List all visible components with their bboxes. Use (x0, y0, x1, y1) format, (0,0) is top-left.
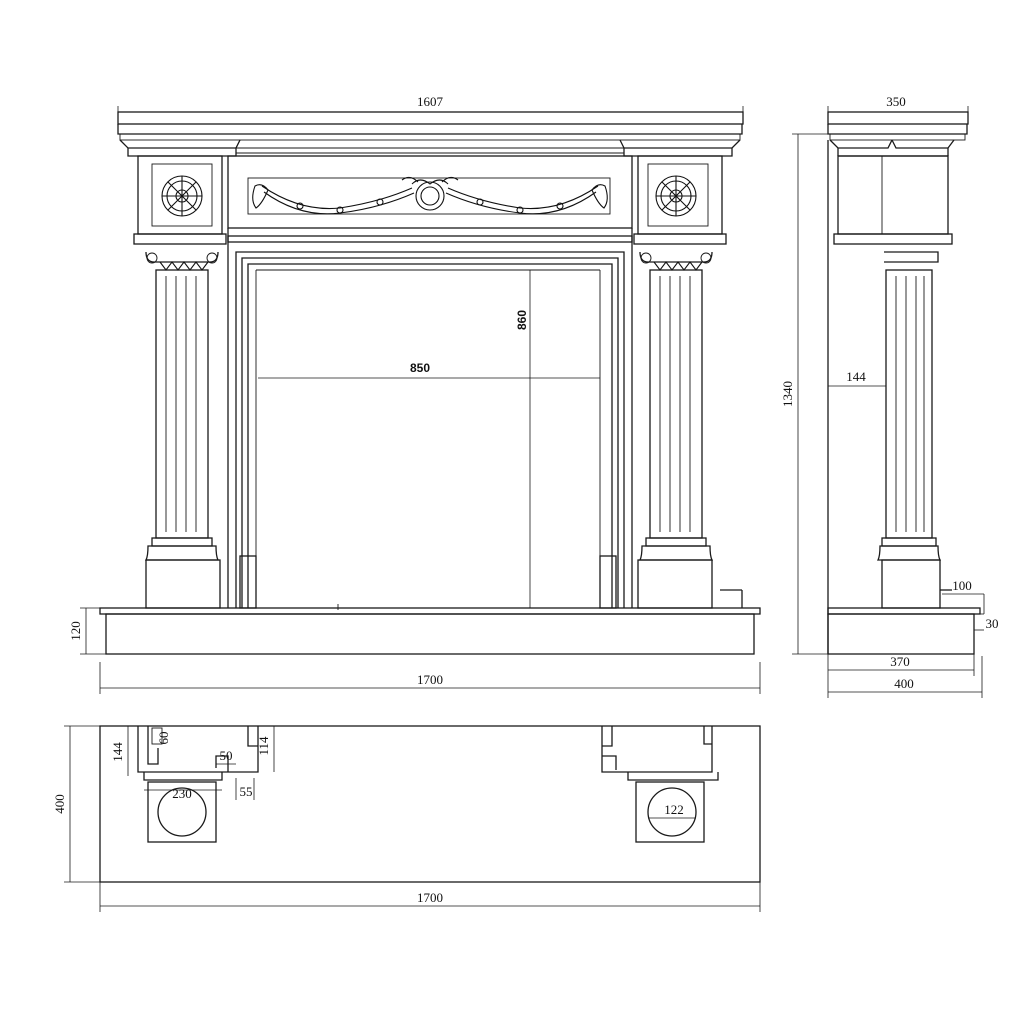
firebox-opening (227, 228, 743, 609)
plan-depth-label: 400 (52, 794, 67, 814)
right-leg-plan (601, 726, 719, 843)
left-rosette-ornament (161, 175, 203, 217)
hearth-step-label: 100 (952, 578, 972, 593)
inner-return-label: 114 (256, 736, 271, 756)
garland-ornament (252, 176, 608, 215)
hearth-lip-label: 30 (986, 616, 999, 631)
hole-diameter-label: 122 (664, 802, 684, 817)
left-leg-plan (137, 726, 259, 843)
mantel-width-label: 1607 (417, 94, 444, 109)
hearth (99, 604, 761, 655)
base-depth-label: 370 (890, 654, 910, 669)
left-pilaster (133, 155, 227, 609)
leg-depth-label: 144 (110, 742, 125, 762)
side-view: 350 1340 144 100 30 370 400 (780, 94, 999, 698)
side-dimensions: 350 1340 144 100 30 370 400 (780, 94, 999, 698)
opening-height-label: 860 (515, 310, 529, 330)
plan-dimensions: 400 144 60 50 114 230 55 122 1700 (52, 725, 761, 912)
mantel-shelf (117, 111, 744, 157)
leg-width-label: 230 (172, 786, 192, 801)
opening-dimensions: 850 860 (258, 270, 600, 608)
front-width-dimensions: 1607 1700 120 (68, 94, 761, 694)
inset-label: 55 (240, 784, 253, 799)
plan-view: 400 144 60 50 114 230 55 122 1700 (52, 725, 761, 912)
right-pilaster (633, 155, 727, 609)
front-view: 850 860 1607 1700 120 (68, 94, 761, 694)
plan-width-label: 1700 (417, 890, 443, 905)
overall-width-label: 1700 (417, 672, 443, 687)
step-width-label: 50 (220, 748, 233, 763)
frieze-panel (227, 155, 633, 229)
opening-width-label: 850 (410, 361, 430, 375)
right-rosette-ornament (655, 175, 697, 217)
overall-depth-label: 400 (894, 676, 914, 691)
leg-return-label: 60 (156, 732, 171, 745)
hearth-height-label: 120 (68, 621, 83, 641)
overall-height-label: 1340 (780, 381, 795, 407)
pilaster-depth-label: 144 (846, 369, 866, 384)
shelf-depth-label: 350 (886, 94, 906, 109)
